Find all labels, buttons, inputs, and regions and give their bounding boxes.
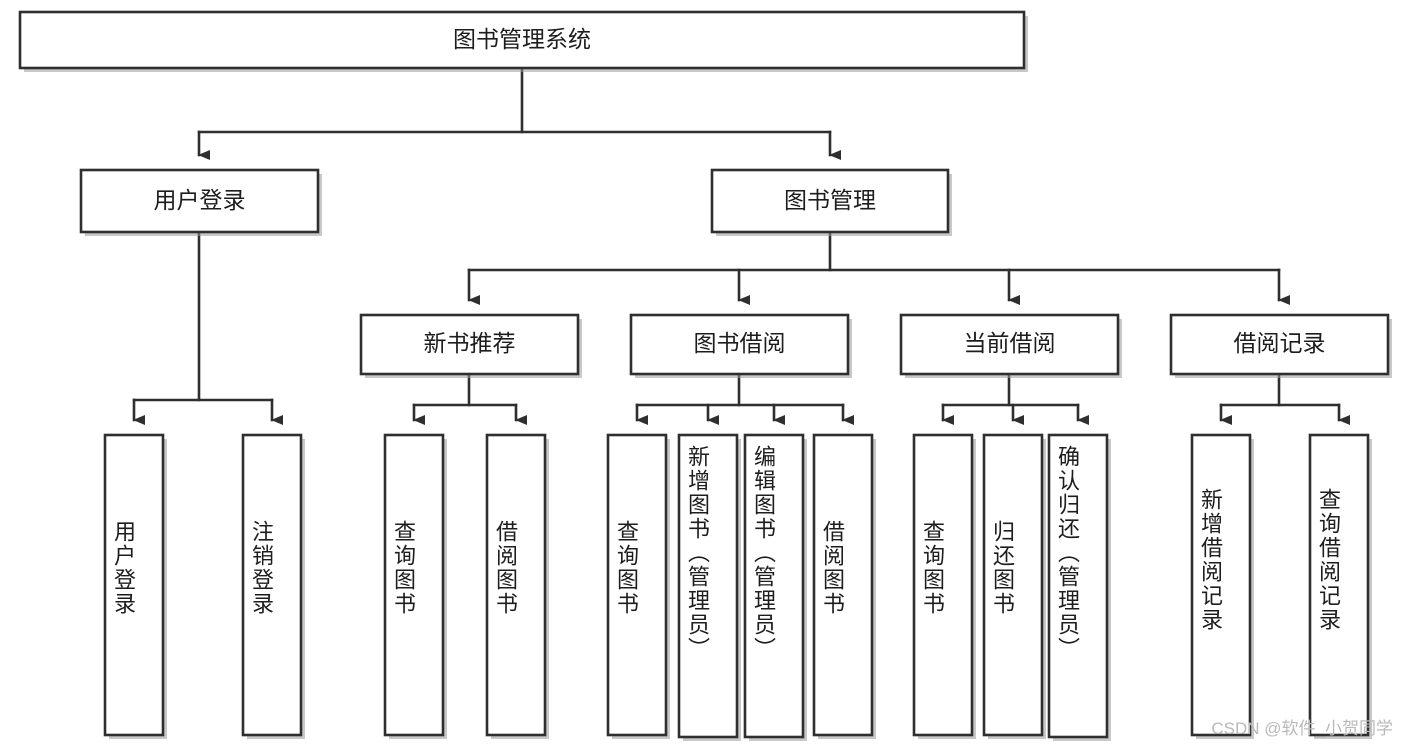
node-current-borrow-label: 当前借阅 — [964, 330, 1056, 356]
leaf-box-query-book-borrow[interactable] — [606, 433, 668, 737]
leaf-box-query-book-current[interactable] — [912, 433, 974, 737]
leaf-box-edit-book-admin[interactable] — [743, 433, 805, 739]
csdn-watermark: CSDN @软件_小贺同学 — [1211, 719, 1393, 738]
leaf-box-return-book[interactable] — [982, 433, 1044, 737]
connector-group-newbook — [412, 372, 527, 425]
leaf-box-borrow-book[interactable] — [812, 433, 874, 737]
node-new-book-recommend[interactable]: 新书推荐 — [359, 313, 582, 378]
connector-group-borrow — [635, 372, 854, 425]
node-root-label: 图书管理系统 — [453, 26, 591, 52]
node-book-borrow-label: 图书借阅 — [694, 330, 786, 356]
node-book-borrow[interactable]: 图书借阅 — [629, 313, 852, 378]
leaf-box-user-login[interactable] — [103, 433, 165, 737]
node-new-book-recommend-label: 新书推荐 — [424, 330, 516, 356]
leaf-box-group — [103, 433, 1372, 741]
connector-group-records — [1219, 372, 1350, 425]
node-user-login-label: 用户登录 — [154, 187, 246, 213]
node-root[interactable]: 图书管理系统 — [18, 10, 1028, 72]
connector-group-root — [197, 66, 841, 160]
connector-group-bookmgmt — [467, 230, 1290, 305]
leaf-box-add-record[interactable] — [1190, 433, 1252, 737]
leaf-box-add-book-admin[interactable] — [677, 433, 739, 739]
node-book-management[interactable]: 图书管理 — [710, 168, 952, 236]
connector-group-current — [941, 372, 1089, 425]
leaf-box-query-record[interactable] — [1308, 433, 1370, 737]
node-user-login[interactable]: 用户登录 — [79, 168, 322, 236]
node-book-management-label: 图书管理 — [784, 187, 876, 213]
connector-group-login — [132, 230, 283, 425]
leaf-box-query-book-new[interactable] — [383, 433, 445, 737]
leaf-box-borrow-book-new[interactable] — [485, 433, 547, 737]
leaf-box-logout-login[interactable] — [241, 433, 303, 737]
leaf-box-confirm-return[interactable] — [1047, 433, 1109, 739]
node-borrow-records-label: 借阅记录 — [1234, 330, 1326, 356]
node-current-borrow[interactable]: 当前借阅 — [899, 313, 1122, 378]
node-borrow-records[interactable]: 借阅记录 — [1169, 313, 1392, 378]
